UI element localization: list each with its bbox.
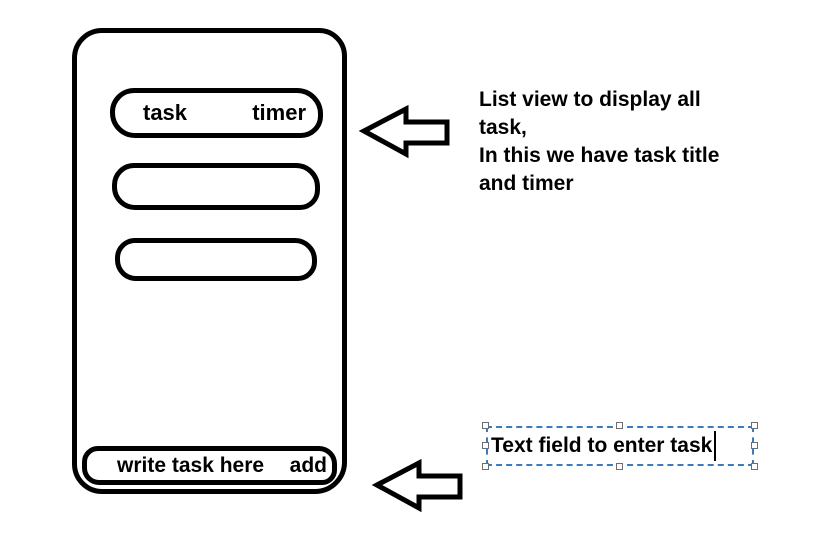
selection-handle-middle-left[interactable] [482, 442, 489, 449]
arrow-left-icon-input [369, 456, 467, 519]
selection-handle-middle-right[interactable] [751, 442, 758, 449]
selection-handle-top-right[interactable] [751, 422, 758, 429]
list-view-note: List view to display all task, In this w… [479, 88, 720, 195]
selection-handle-bottom-right[interactable] [751, 463, 758, 470]
task-input-placeholder: write task here [117, 453, 265, 477]
app-frame-sketch: task timer write task here add [72, 28, 347, 494]
task-column-label: task [143, 100, 188, 125]
text-selection-box[interactable]: Text field to enter task [482, 422, 758, 470]
list-header-row: task timer [110, 88, 323, 138]
selection-handle-bottom-left[interactable] [482, 463, 489, 470]
selection-handle-top-middle[interactable] [616, 422, 623, 429]
list-row-empty-1 [112, 163, 320, 210]
list-row-empty-2 [115, 238, 317, 281]
selection-handle-top-left[interactable] [482, 422, 489, 429]
selection-handle-bottom-middle[interactable] [616, 463, 623, 470]
input-field-note[interactable]: Text field to enter task [491, 426, 717, 466]
arrow-left-icon-list [358, 102, 451, 165]
text-cursor [714, 431, 717, 461]
task-input-bar-sketch: write task here add [82, 446, 337, 485]
input-field-note-text[interactable]: Text field to enter task [491, 434, 713, 457]
add-button-sketch: add [289, 453, 327, 477]
timer-column-label: timer [252, 100, 306, 125]
